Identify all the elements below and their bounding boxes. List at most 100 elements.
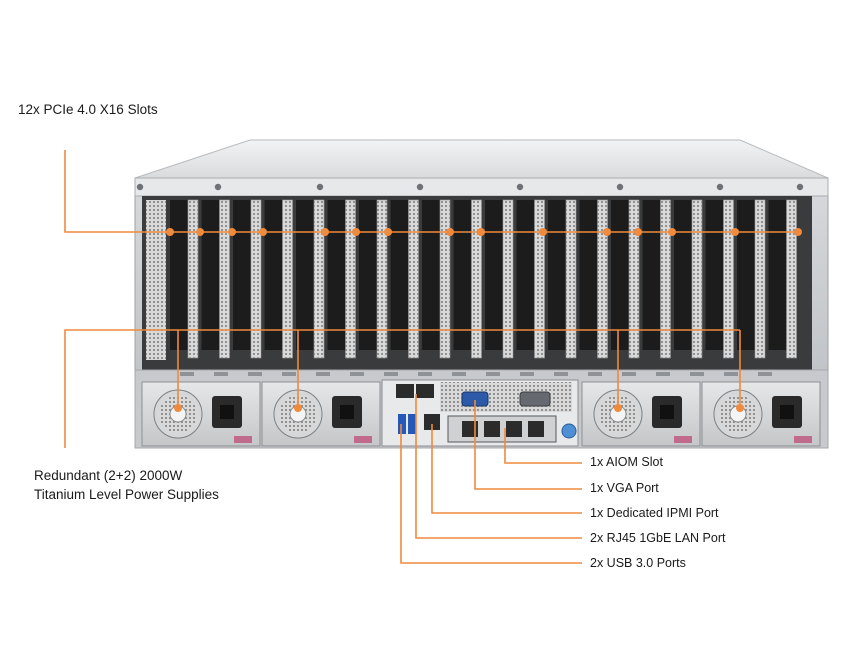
callout-dot — [196, 228, 204, 236]
slot-bracket — [597, 200, 608, 358]
psu-label-line-1: Redundant (2+2) 2000W — [34, 468, 183, 483]
slot-bracket — [503, 200, 513, 358]
callout-dot — [352, 228, 360, 236]
shelf-tab — [486, 372, 500, 376]
slot-bracket — [534, 200, 545, 358]
slot-card — [453, 200, 472, 350]
slot-card — [674, 200, 692, 350]
slot-bracket — [345, 200, 356, 358]
psu-4 — [701, 381, 821, 447]
callout-dot — [174, 404, 182, 412]
io-panel — [381, 379, 579, 447]
callout-dot — [731, 228, 739, 236]
callout-dot — [634, 228, 642, 236]
slot-bracket — [440, 200, 450, 358]
shelf-tab — [180, 372, 194, 376]
callout-dot — [294, 404, 302, 412]
slot-bracket — [566, 200, 576, 358]
shelf-tab — [724, 372, 738, 376]
usb-port-1 — [398, 414, 406, 434]
slot-bracket — [755, 200, 765, 358]
slot-bracket — [251, 200, 261, 358]
screw — [616, 183, 624, 191]
pcie-slot-brackets — [170, 199, 797, 359]
usb-ports-label: 2x USB 3.0 Ports — [590, 556, 686, 570]
slot-bracket — [408, 200, 419, 358]
callout-dot — [228, 228, 236, 236]
slot-card — [422, 200, 440, 350]
callout-line — [474, 400, 582, 490]
slot-card — [611, 200, 629, 350]
screw-row — [136, 183, 804, 191]
slot-card — [264, 200, 283, 350]
slot-card — [705, 200, 724, 350]
slot-bracket — [282, 200, 293, 358]
callout-dot — [668, 228, 676, 236]
chassis-top — [134, 139, 829, 179]
pcie-slots-label: 12x PCIe 4.0 X16 Slots — [18, 102, 158, 117]
callout-dot — [736, 404, 744, 412]
shelf-tab — [452, 372, 466, 376]
shelf-tab — [758, 372, 772, 376]
psu-3 — [581, 381, 701, 447]
callout-dot — [259, 228, 267, 236]
callout-dot — [794, 228, 802, 236]
slot-bracket — [692, 200, 702, 358]
slot-card — [170, 200, 188, 350]
shelf-tab — [554, 372, 568, 376]
slot-card — [485, 200, 503, 350]
slot-card — [390, 200, 409, 350]
slot-card — [233, 200, 251, 350]
usb-port-2 — [408, 414, 416, 434]
vga-port-label: 1x VGA Port — [590, 481, 659, 495]
callout-line — [504, 428, 582, 464]
slot-card — [516, 200, 535, 350]
slot-bracket — [660, 200, 671, 358]
ipmi-port — [424, 414, 440, 430]
callout-line — [415, 394, 582, 539]
slot-card — [737, 200, 755, 350]
shelf-tab — [384, 372, 398, 376]
slot-bracket — [629, 200, 639, 358]
callout-dot — [321, 228, 329, 236]
thumbscrew — [561, 423, 577, 439]
shelf-tab — [350, 372, 364, 376]
slot-card — [768, 200, 787, 350]
slot-card — [359, 200, 377, 350]
slot-bracket — [786, 200, 797, 358]
lan-port-2 — [416, 384, 434, 398]
shelf-tab — [588, 372, 602, 376]
screw — [796, 183, 804, 191]
shelf-tab — [622, 372, 636, 376]
slot-bracket — [723, 200, 734, 358]
callout-line — [400, 424, 582, 564]
slot-bracket — [377, 200, 387, 358]
shelf-tab — [520, 372, 534, 376]
slot-card — [548, 200, 566, 350]
slot-bracket — [219, 200, 230, 358]
slot-bracket — [188, 200, 198, 358]
callout-dot — [166, 228, 174, 236]
serial-port — [519, 391, 551, 407]
shelf-tab — [656, 372, 670, 376]
psu-label-line-2: Titanium Level Power Supplies — [34, 487, 219, 502]
psu-1 — [141, 381, 261, 447]
slot-card — [579, 200, 598, 350]
callout-dot — [477, 228, 485, 236]
slot-bracket — [314, 200, 324, 358]
slot-card — [327, 200, 346, 350]
screw — [716, 183, 724, 191]
shelf-tab — [248, 372, 262, 376]
callout-dot — [603, 228, 611, 236]
callout-dot — [384, 228, 392, 236]
screw — [316, 183, 324, 191]
psu-2 — [261, 381, 381, 447]
aiom-slot-label: 1x AIOM Slot — [590, 455, 663, 469]
callout-line — [64, 150, 800, 233]
callout-dot — [539, 228, 547, 236]
slot-card — [201, 200, 220, 350]
slot-card — [642, 200, 661, 350]
shelf-tab — [418, 372, 432, 376]
shelf-tab — [282, 372, 296, 376]
